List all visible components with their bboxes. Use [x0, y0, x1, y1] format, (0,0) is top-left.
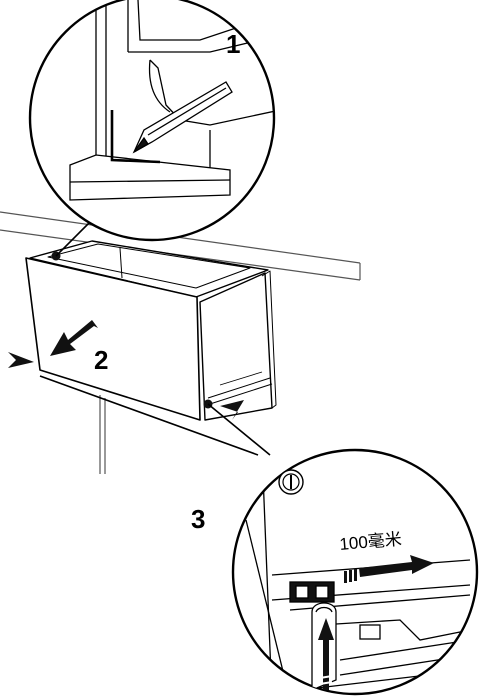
detail-circle-1 — [28, 0, 276, 242]
push-arrow-icon — [220, 400, 244, 420]
detail-circle-3 — [231, 448, 479, 696]
drawer-unit — [25, 240, 277, 474]
clip-screw-icon — [278, 469, 304, 495]
drawer-front-panel — [25, 257, 201, 421]
step-1-label: 1 — [226, 29, 240, 59]
cabinet-side-panel — [199, 272, 273, 421]
marker-arrow-left — [8, 352, 34, 368]
step-3-label: 3 — [191, 504, 205, 534]
step-2-label: 2 — [94, 345, 108, 375]
pencil-icon — [132, 81, 233, 154]
callout-leaders — [39, 219, 271, 456]
pull-arrow-icon — [50, 320, 98, 356]
dimension-arrow — [344, 555, 434, 583]
